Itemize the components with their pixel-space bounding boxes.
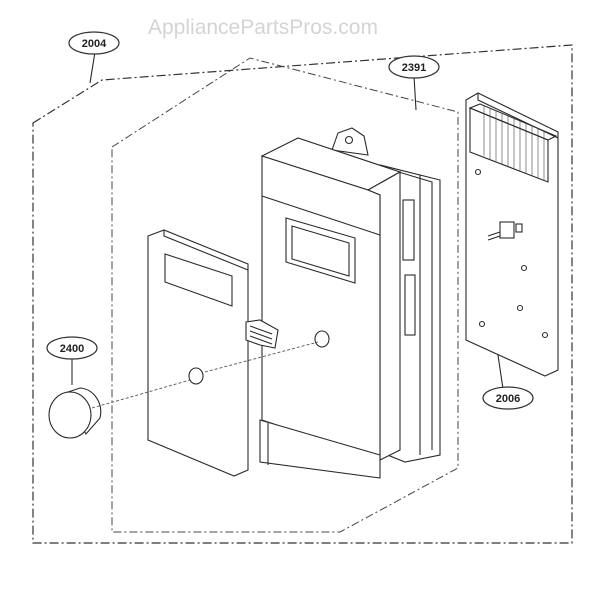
outer-frame-2004 (32, 44, 573, 544)
callout-2400: 2400 (46, 336, 98, 360)
leader-2006 (497, 354, 504, 390)
leader-2004 (89, 51, 96, 84)
callout-2004-label: 2004 (82, 38, 107, 50)
control-panel-housing (259, 127, 441, 479)
callout-2006: 2006 (482, 386, 534, 410)
callout-2391-label: 2391 (402, 62, 426, 74)
knob-button (48, 341, 319, 439)
control-pcb (465, 92, 559, 377)
front-membrane-panel (147, 229, 279, 477)
inner-frame-2391 (111, 57, 459, 533)
leader-2391 (413, 75, 417, 111)
callout-2391: 2391 (388, 55, 440, 79)
callout-2400-label: 2400 (60, 343, 84, 355)
callout-2004: 2004 (68, 31, 120, 55)
watermark: AppliancePartsPros.com (148, 16, 378, 39)
callout-2006-label: 2006 (496, 393, 520, 405)
